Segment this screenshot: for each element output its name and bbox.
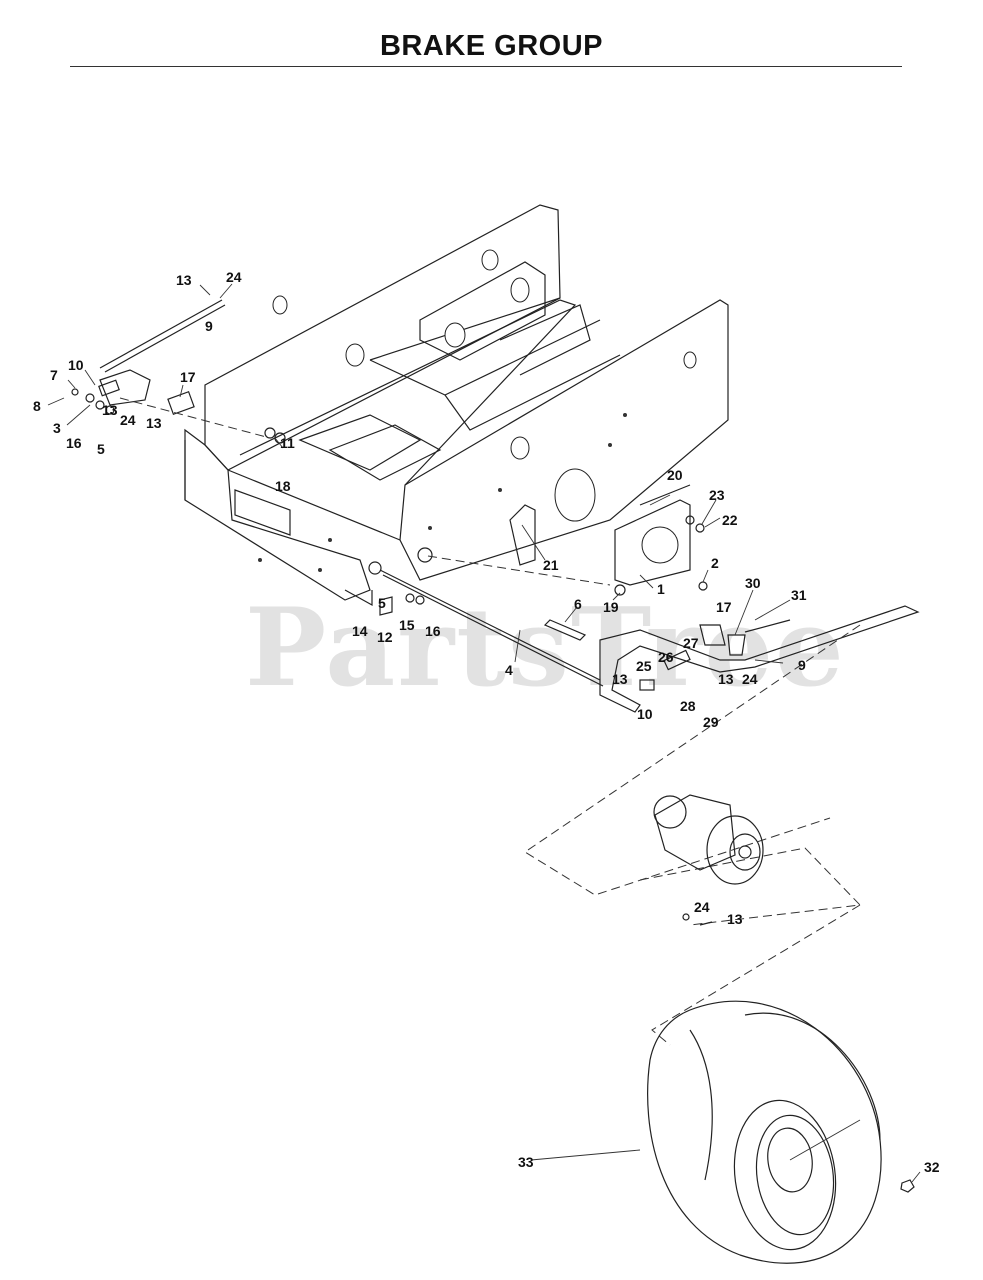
callout-12: 12 — [377, 629, 393, 645]
callout-7: 7 — [50, 367, 58, 383]
callout-29: 29 — [703, 714, 719, 730]
callout-25: 25 — [636, 658, 652, 674]
callout-22: 22 — [722, 512, 738, 528]
callout-26: 26 — [658, 649, 674, 665]
callout-21: 21 — [543, 557, 559, 573]
callout-5: 5 — [97, 441, 105, 457]
callout-24: 24 — [694, 899, 710, 915]
callout-14: 14 — [352, 623, 368, 639]
callout-8: 8 — [33, 398, 41, 414]
callout-9: 9 — [205, 318, 213, 334]
callout-16: 16 — [425, 623, 441, 639]
callout-24: 24 — [226, 269, 242, 285]
callout-4: 4 — [505, 662, 513, 678]
callout-15: 15 — [399, 617, 415, 633]
callout-13: 13 — [176, 272, 192, 288]
callout-5: 5 — [378, 595, 386, 611]
callout-30: 30 — [745, 575, 761, 591]
callout-10: 10 — [637, 706, 653, 722]
callout-13: 13 — [718, 671, 734, 687]
callout-13: 13 — [612, 671, 628, 687]
callout-13: 13 — [727, 911, 743, 927]
callout-23: 23 — [709, 487, 725, 503]
callout-16: 16 — [66, 435, 82, 451]
callout-3: 3 — [53, 420, 61, 436]
callout-2: 2 — [711, 555, 719, 571]
frame-assembly — [184, 204, 729, 607]
title-rule — [70, 66, 902, 67]
watermark: PartsTree — [245, 585, 846, 711]
callout-13: 13 — [146, 415, 162, 431]
callout-28: 28 — [680, 698, 696, 714]
left-brake-linkage — [71, 299, 226, 416]
tire-and-wheel — [647, 1000, 915, 1264]
callout-9: 9 — [798, 657, 806, 673]
callout-11: 11 — [280, 435, 295, 451]
callout-27: 27 — [683, 635, 699, 651]
callout-13: 13 — [102, 402, 118, 418]
callout-1: 1 — [657, 581, 665, 597]
callout-6: 6 — [574, 596, 582, 612]
callout-24: 24 — [120, 412, 136, 428]
callout-18: 18 — [275, 478, 291, 494]
callout-24: 24 — [742, 671, 758, 687]
callout-10: 10 — [68, 357, 84, 373]
leader-lines — [47, 283, 921, 1183]
assembly-dashed-lines — [119, 397, 862, 1046]
callout-17: 17 — [716, 599, 732, 615]
callout-33: 33 — [518, 1154, 534, 1170]
callout-labels: 13 24 9 10 7 8 13 17 3 24 13 16 5 11 18 … — [33, 269, 940, 1175]
callout-31: 31 — [791, 587, 807, 603]
page-title: BRAKE GROUP — [379, 30, 603, 62]
wheel-motor — [653, 794, 764, 926]
callout-20: 20 — [667, 467, 683, 483]
brake-rod-and-pedal — [264, 427, 920, 713]
callout-32: 32 — [924, 1159, 940, 1175]
callout-17: 17 — [180, 369, 196, 385]
callout-19: 19 — [603, 599, 619, 615]
